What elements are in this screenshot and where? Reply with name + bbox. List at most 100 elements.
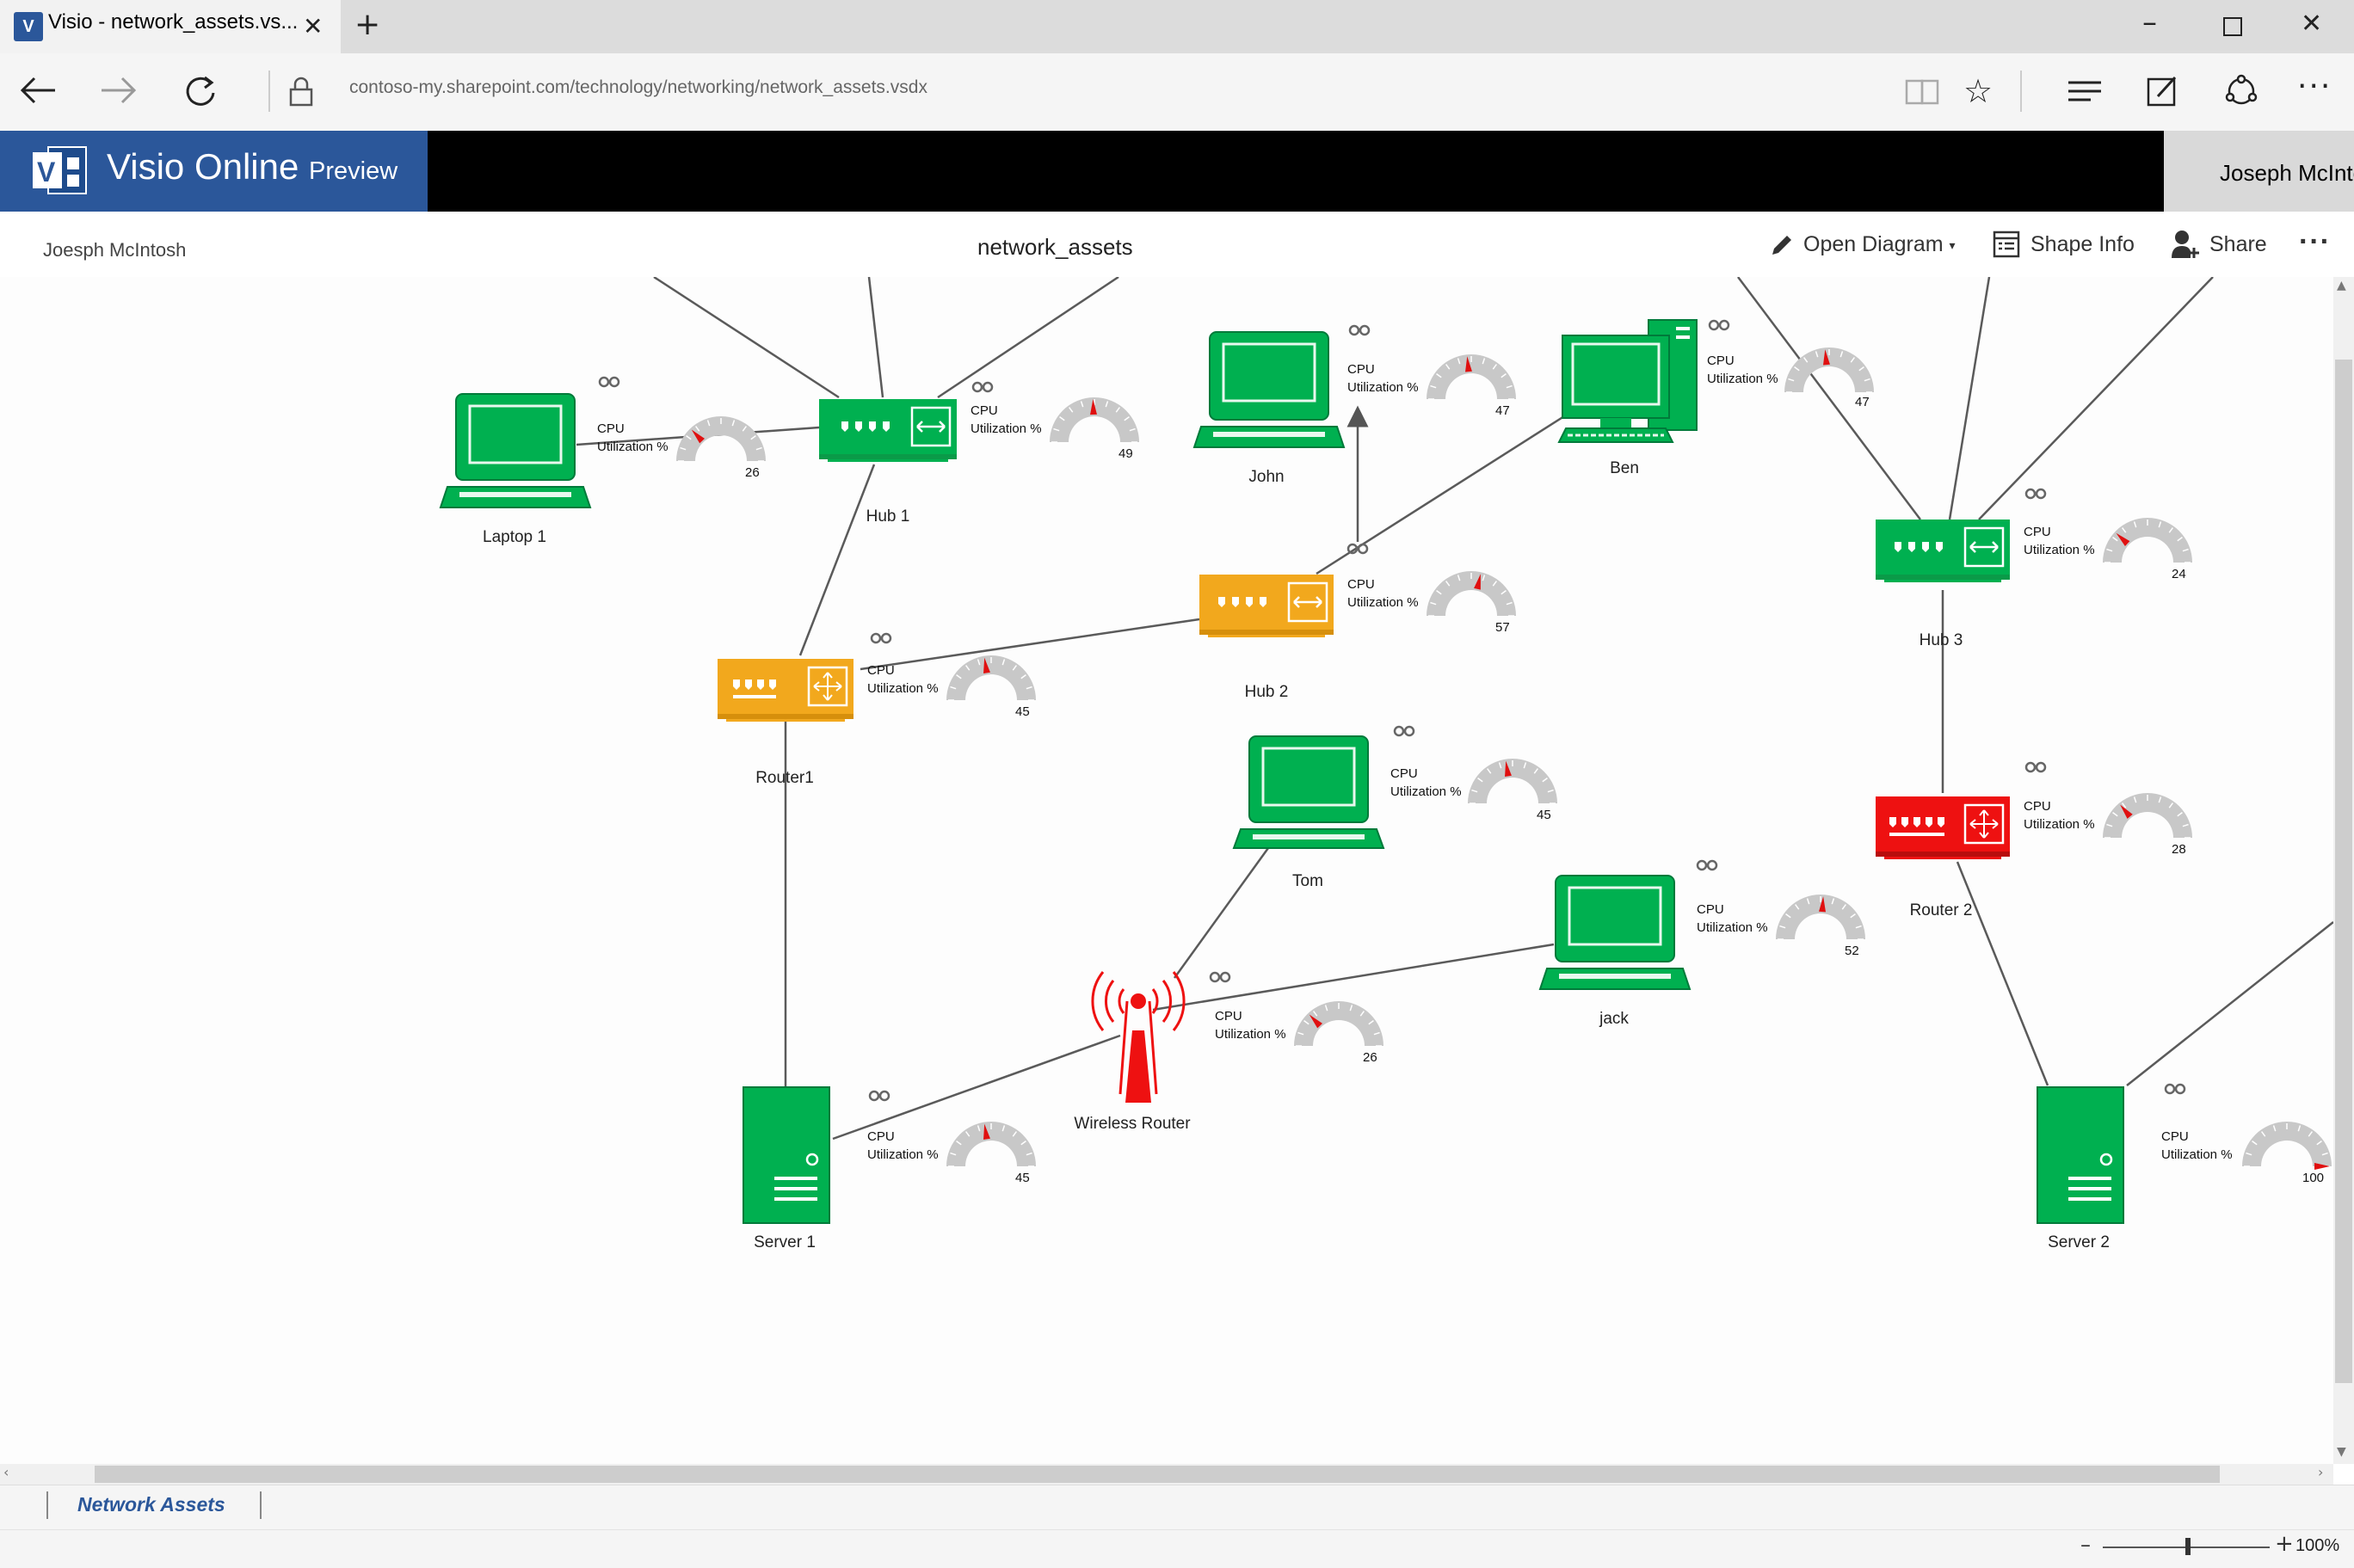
router-icon[interactable] bbox=[1876, 796, 2010, 859]
node-label: Router 2 bbox=[1910, 901, 1973, 919]
minimize-icon[interactable]: – bbox=[2142, 5, 2157, 40]
divider bbox=[260, 1491, 262, 1519]
hub-icon[interactable] bbox=[1199, 575, 1334, 637]
node-label: Server 2 bbox=[2048, 1233, 2110, 1251]
link-icon bbox=[2024, 761, 2047, 773]
scroll-left-icon[interactable]: ‹ bbox=[3, 1464, 9, 1480]
web-note-icon[interactable] bbox=[2146, 74, 2180, 108]
cpu-label: CPU bbox=[1697, 902, 1724, 917]
gauge-needle bbox=[983, 1123, 990, 1141]
connector bbox=[1737, 277, 1921, 520]
gauge-tick bbox=[2182, 823, 2189, 827]
share-button[interactable]: Share bbox=[2209, 232, 2267, 256]
cpu-gauge bbox=[1784, 347, 1874, 393]
hub-menu-icon[interactable] bbox=[2067, 79, 2103, 105]
url-field[interactable]: contoso-my.sharepoint.com/technology/net… bbox=[349, 77, 927, 97]
cpu-label: CPU bbox=[867, 663, 895, 678]
sheet-tab-network-assets[interactable]: Network Assets bbox=[77, 1493, 225, 1516]
cpu-label: Utilization % bbox=[1347, 380, 1419, 395]
gauge-arc bbox=[1427, 354, 1516, 399]
laptop-icon[interactable] bbox=[1538, 875, 1692, 990]
cpu-value: 45 bbox=[1015, 1171, 1030, 1185]
close-tab-icon[interactable]: ✕ bbox=[303, 12, 324, 40]
gauge-tick bbox=[1457, 358, 1461, 365]
gauge-tick bbox=[1430, 384, 1437, 389]
forward-icon[interactable] bbox=[100, 76, 138, 105]
gauge-tick bbox=[1501, 590, 1507, 595]
status-bar bbox=[0, 1529, 2354, 1568]
refresh-icon[interactable] bbox=[184, 74, 219, 108]
zoom-in-icon[interactable]: + bbox=[2275, 1531, 2294, 1557]
open-diagram-button[interactable]: Open Diagram ▾ bbox=[1803, 232, 1956, 257]
scroll-up-icon[interactable]: ▲ bbox=[2337, 279, 2346, 292]
cpu-value: 26 bbox=[745, 465, 760, 480]
close-window-icon[interactable]: ✕ bbox=[2301, 9, 2323, 39]
document-title: network_assets bbox=[977, 234, 1133, 260]
gauge-needle bbox=[1465, 356, 1472, 372]
gauge-tick bbox=[1831, 898, 1835, 905]
laptop-icon[interactable] bbox=[439, 393, 592, 508]
link-icon bbox=[868, 1090, 890, 1102]
browser-tab[interactable] bbox=[0, 0, 341, 53]
node-label: jack bbox=[1599, 1010, 1629, 1028]
cpu-value: 47 bbox=[1855, 395, 1870, 409]
new-tab-icon[interactable]: + bbox=[354, 7, 381, 42]
gauge-tick bbox=[1839, 351, 1844, 358]
open-diagram-label: Open Diagram bbox=[1803, 232, 1944, 256]
reading-view-icon[interactable] bbox=[1905, 77, 1941, 107]
favorite-star-icon[interactable]: ☆ bbox=[1963, 72, 1994, 110]
router-icon[interactable] bbox=[718, 659, 853, 722]
link-icon bbox=[1708, 319, 1730, 331]
share-browser-icon[interactable] bbox=[2223, 74, 2259, 108]
server-icon[interactable] bbox=[743, 1086, 830, 1224]
network-diagram[interactable]: Laptop 1 CPU Utilization % 26 Hub 1 CPU … bbox=[0, 277, 2333, 1464]
gauge-tick bbox=[2106, 548, 2113, 552]
scroll-right-icon[interactable]: › bbox=[2318, 1464, 2324, 1480]
more-options-icon[interactable]: ··· bbox=[2299, 225, 2331, 258]
cpu-label: CPU bbox=[867, 1129, 895, 1144]
user-account[interactable] bbox=[2164, 131, 2354, 212]
gauge-tick bbox=[2272, 1125, 2277, 1132]
gauge-arc bbox=[676, 416, 766, 461]
cpu-gauge bbox=[1294, 1001, 1383, 1047]
server-icon[interactable] bbox=[2037, 1086, 2124, 1224]
node-label: John bbox=[1248, 468, 1284, 486]
more-icon[interactable]: ··· bbox=[2297, 69, 2332, 104]
gauge-tick bbox=[1841, 904, 1846, 910]
gauge-tick bbox=[1436, 373, 1442, 378]
gauge-tick bbox=[1498, 762, 1502, 769]
laptop-icon[interactable] bbox=[1232, 735, 1385, 849]
vertical-scroll-thumb[interactable] bbox=[2335, 360, 2352, 1383]
drawing-canvas[interactable] bbox=[0, 277, 2333, 1464]
restore-icon[interactable] bbox=[2223, 17, 2242, 36]
gauge-tick bbox=[1349, 1005, 1353, 1012]
horizontal-scroll-thumb[interactable] bbox=[95, 1466, 2220, 1483]
gauge-tick bbox=[1795, 904, 1800, 910]
back-icon[interactable] bbox=[19, 76, 57, 105]
cpu-label: CPU bbox=[1347, 577, 1375, 592]
cpu-value: 45 bbox=[1537, 808, 1551, 822]
gauge-tick bbox=[2177, 812, 2183, 817]
zoom-slider-thumb[interactable] bbox=[2185, 1538, 2191, 1555]
desktop-icon[interactable] bbox=[1557, 319, 1698, 443]
zoom-out-icon[interactable]: – bbox=[2080, 1533, 2091, 1557]
gauge-arc bbox=[1294, 1001, 1383, 1046]
gauge-tick bbox=[1779, 925, 1786, 929]
gauge-tick bbox=[2177, 537, 2183, 542]
gauge-tick bbox=[1492, 364, 1497, 370]
hub-icon[interactable] bbox=[819, 399, 957, 462]
node-label: Tom bbox=[1292, 872, 1323, 890]
shape-info-button[interactable]: Shape Info bbox=[2030, 232, 2135, 256]
node-label: Ben bbox=[1610, 459, 1639, 477]
cpu-label: CPU bbox=[2024, 525, 2051, 539]
gauge-tick bbox=[2168, 802, 2173, 809]
laptop-icon[interactable] bbox=[1192, 331, 1346, 448]
gauge-needle bbox=[1309, 1014, 1323, 1029]
gauge-tick bbox=[1855, 925, 1862, 929]
gauge-tick bbox=[2133, 796, 2137, 803]
hub-icon[interactable] bbox=[1876, 520, 2010, 582]
wireless-router-icon[interactable] bbox=[1091, 971, 1186, 1103]
address-bar bbox=[0, 53, 2354, 132]
scroll-down-icon[interactable]: ▼ bbox=[2337, 1445, 2346, 1459]
cpu-label: CPU bbox=[971, 403, 998, 418]
